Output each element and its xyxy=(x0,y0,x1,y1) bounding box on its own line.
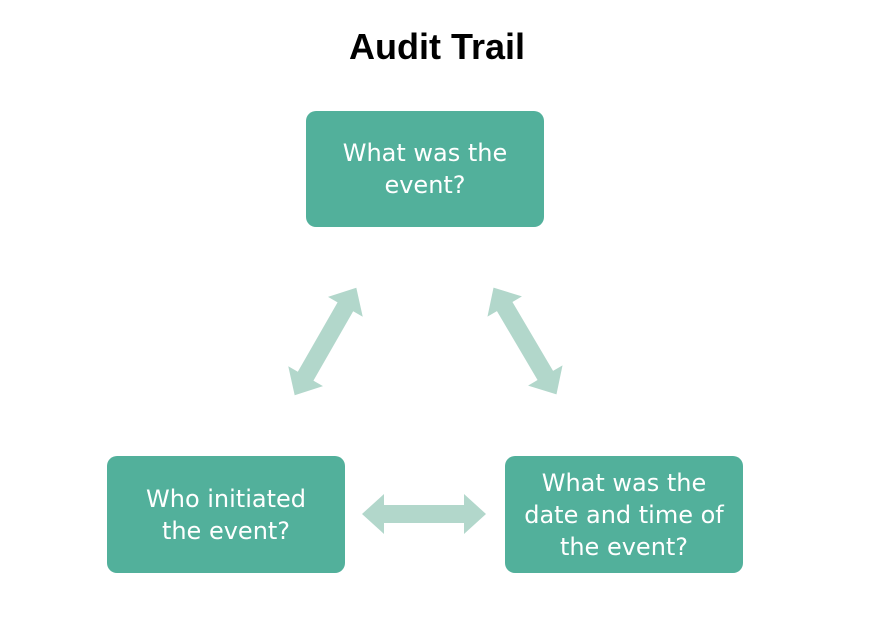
node-event-who: Who initiated the event? xyxy=(107,456,345,573)
diagram-title: Audit Trail xyxy=(348,26,525,67)
double-arrow-left-right xyxy=(362,494,486,534)
node-event-who-label: Who initiated the event? xyxy=(146,484,306,545)
node-event-when: What was the date and time of the event? xyxy=(505,456,743,573)
double-arrow-top-right xyxy=(487,287,563,395)
node-event-when-label: What was the date and time of the event? xyxy=(524,468,724,561)
double-arrow-top-left xyxy=(288,287,363,396)
node-event-what-label: What was the event? xyxy=(342,139,508,199)
node-event-what: What was the event? xyxy=(306,111,544,227)
